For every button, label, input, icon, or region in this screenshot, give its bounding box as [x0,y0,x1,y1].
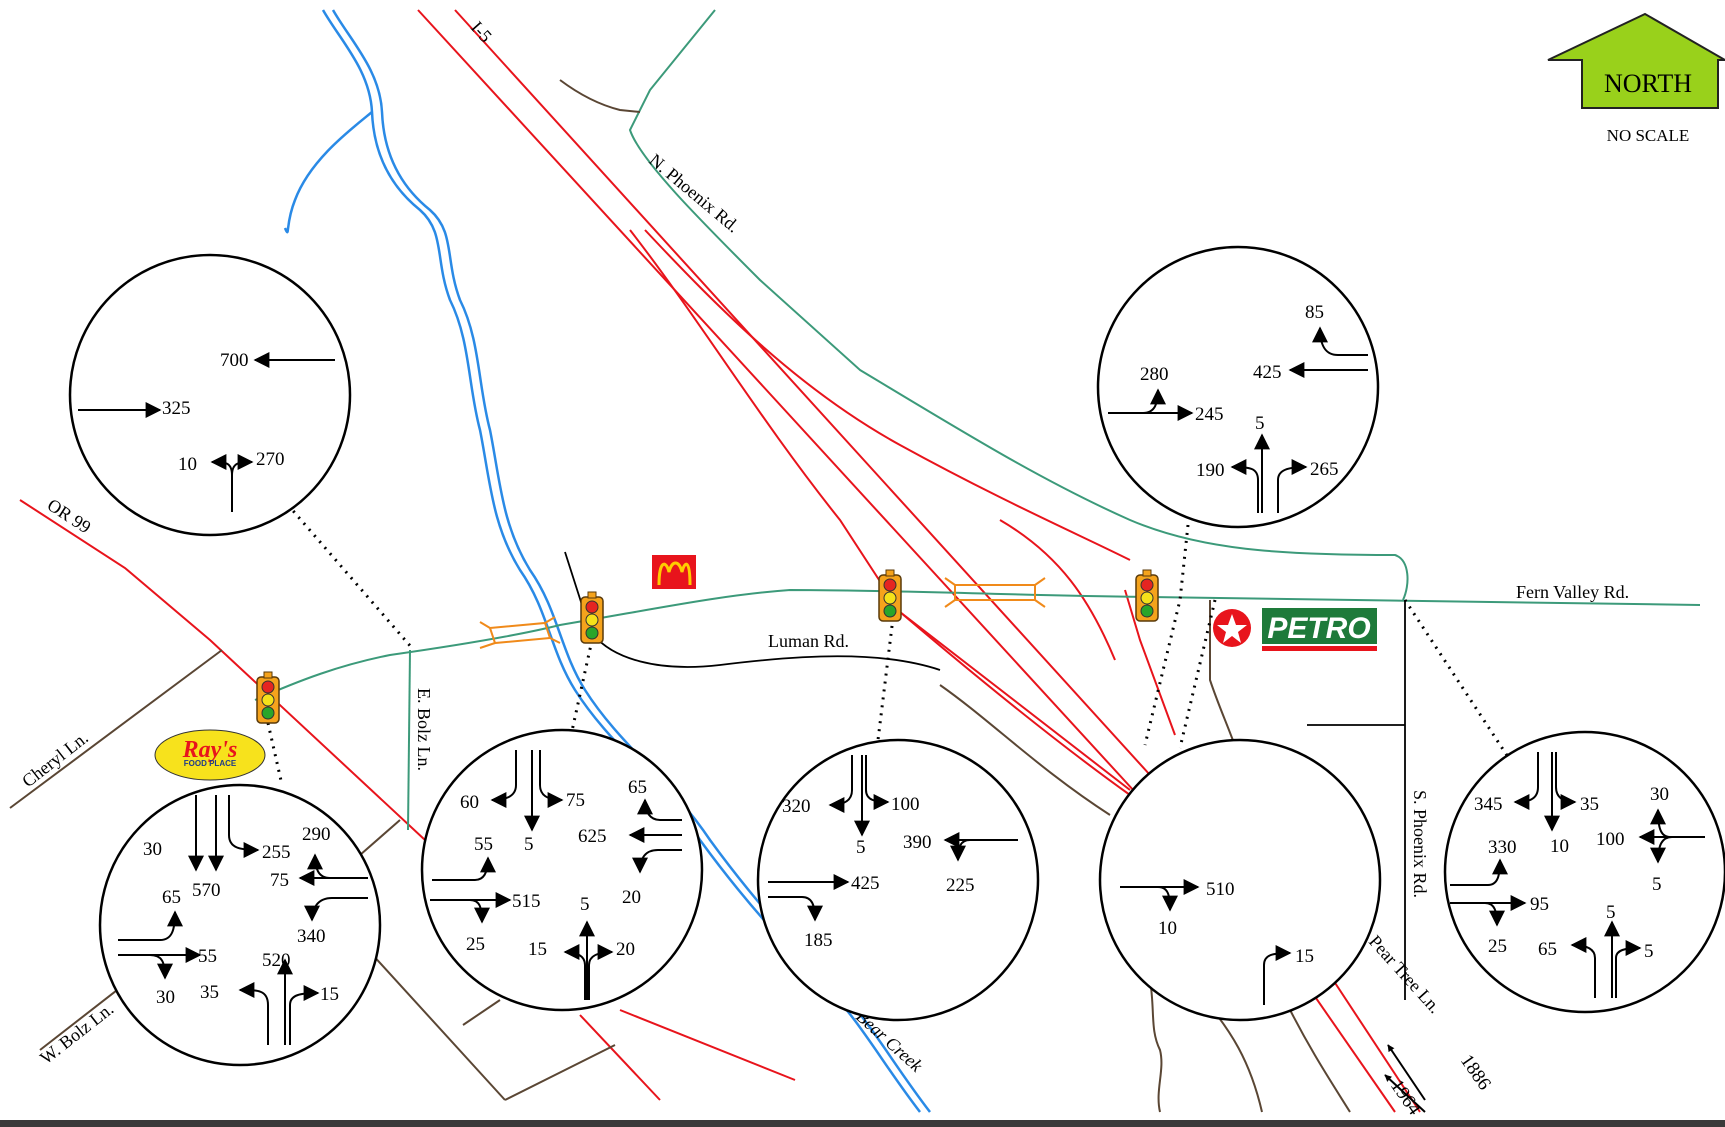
volume-circle-n-phoenix: 85 425 280 245 5 190 265 [1096,245,1380,529]
road-label-luman: Luman Rd. [768,631,849,651]
road-label-e-bolz: E. Bolz Ln. [414,688,434,771]
petro-logo: PETRO [1213,608,1377,651]
vol-c4-eb-thru: 425 [851,873,880,894]
freeway-i5 [19,9,1421,1113]
road-label-i5: I-5 [467,17,496,46]
vol-c3-nb-thru: 5 [580,894,590,915]
vol-c2-nb-thru: 520 [262,950,291,971]
freeway-mainline-volumes: 1886 1964 [1384,1044,1495,1119]
vol-c6-wb-right: 85 [1305,302,1324,323]
volume-circle-nb-ramps: 510 10 15 [1098,738,1382,1022]
vol-c2-eb-thru: 55 [198,946,217,967]
vol-c1-wb: 700 [220,350,249,371]
vol-c4-sb-thru: 5 [856,837,866,858]
vol-c3-wb-left: 20 [622,887,641,908]
vol-c7-sb-right: 345 [1474,794,1503,815]
vol-c7-sb-left: 35 [1580,794,1599,815]
traffic-signal-nb-ramp [1135,569,1159,622]
volume-circle-bolz-east: 60 5 75 65 625 20 55 515 25 15 5 20 [420,728,704,1012]
vol-c5-eb-right: 10 [1158,918,1177,939]
vol-c2-eb-right: 30 [156,987,175,1008]
vol-c4-wb-thru: 390 [903,832,932,853]
vol-c6-eb-left: 280 [1140,364,1169,385]
collector-roads [254,9,1701,831]
vol-c7-eb-right: 25 [1488,936,1507,957]
road-label-s-phoenix: S. Phoenix Rd. [1410,790,1430,898]
mcdonalds-logo [652,555,696,589]
bridge-creek [479,616,561,649]
vol-c2-wb-right: 290 [302,824,331,845]
north-label: NORTH [1604,69,1692,98]
road-label-w-bolz: W. Bolz Ln. [36,999,117,1069]
food-place-label: FOOD PLACE [184,759,237,768]
traffic-signal-bolz [580,591,604,644]
vol-c3-sb-thru: 5 [524,834,534,855]
volume-circle-or99: 30 570 255 290 75 340 65 55 30 35 520 15 [98,783,382,1067]
vol-c7-nb-thru: 5 [1606,902,1616,923]
vol-c4-sb-right: 320 [782,796,811,817]
vol-c5-eb-thru: 510 [1206,879,1235,900]
vol-c2-eb-left: 65 [162,887,181,908]
vol-c1-nb-left: 10 [178,454,197,475]
road-label-fern-valley: Fern Valley Rd. [1516,582,1629,602]
petro-label: PETRO [1267,612,1370,645]
vol-c3-nb-right: 20 [616,939,635,960]
volume-circle-bolz-west: 700 325 10 270 [68,253,352,537]
vol-c3-eb-thru: 515 [512,891,541,912]
vol-c3-sb-right: 60 [460,792,479,813]
vol-c2-sb-right: 30 [143,839,162,860]
vol-c6-eb-thru: 245 [1195,404,1224,425]
scale-label: NO SCALE [1607,126,1690,145]
vol-c4-eb-right: 185 [804,930,833,951]
vol-c6-nb-thru: 5 [1255,413,1265,434]
vol-c3-wb-right: 65 [628,777,647,798]
volume-circle-s-phoenix: 345 10 35 30 100 5 330 95 25 65 5 5 [1443,730,1725,1014]
traffic-signal-sb-ramp [878,569,902,622]
vol-c7-wb-right: 30 [1650,784,1669,805]
rays-food-place-logo: Ray's FOOD PLACE [154,729,266,781]
vol-c7-sb-thru: 10 [1550,836,1569,857]
vol-c2-wb-thru: 75 [270,870,289,891]
volume-circle-sb-ramps: 320 5 100 390 225 425 185 [756,738,1040,1022]
road-label-cheryl: Cheryl Ln. [18,727,92,791]
vol-c4-wb-left: 225 [946,875,975,896]
vol-c2-nb-right: 15 [320,984,339,1005]
vol-c6-nb-left: 190 [1196,460,1225,481]
vol-c1-eb: 325 [162,398,191,419]
bridge-freeway [944,577,1046,608]
vol-c2-sb-left: 255 [262,842,291,863]
vol-c4-sb-left: 100 [891,794,920,815]
rays-label: Ray's [182,737,238,763]
vol-c2-wb-left: 340 [297,926,326,947]
vol-c3-wb-thru: 625 [578,826,607,847]
vol-c3-eb-left: 55 [474,834,493,855]
traffic-signal-or99 [256,671,280,724]
vol-c6-wb-thru: 425 [1253,362,1282,383]
vol-c7-eb-thru: 95 [1530,894,1549,915]
vol-c7-nb-left: 65 [1538,939,1557,960]
vol-c7-eb-left: 330 [1488,837,1517,858]
vol-c3-eb-right: 25 [466,934,485,955]
vol-c2-sb-thru: 570 [192,880,221,901]
vol-c7-nb-right: 5 [1644,941,1654,962]
vol-c7-wb-left: 5 [1652,874,1662,895]
bottom-border [0,1120,1725,1127]
vol-c3-sb-left: 75 [566,790,585,811]
vol-c2-nb-left: 35 [200,982,219,1003]
vol-c6-nb-right: 265 [1310,459,1339,480]
leader-lines [266,504,1512,786]
vol-c7-wb-thru: 100 [1596,829,1625,850]
road-label-n-phoenix: N. Phoenix Rd. [645,150,743,237]
vol-c3-nb-left: 15 [528,939,547,960]
vol-c5-nb-right: 15 [1295,946,1314,967]
vol-c1-nb-right: 270 [256,449,285,470]
luman-road-line [564,551,1406,1000]
north-arrow: NORTH NO SCALE [1547,12,1725,145]
freeway-volume-nb: 1886 [1456,1051,1495,1094]
